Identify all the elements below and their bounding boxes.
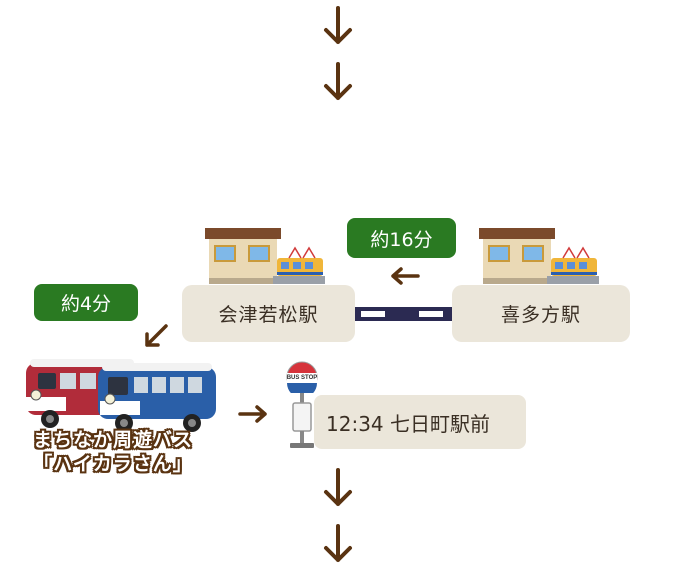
rail-line	[355, 307, 452, 321]
arrow-down-left-icon	[145, 324, 168, 347]
arrow-down-icon	[324, 524, 352, 562]
station-building-icon	[479, 228, 599, 284]
arrow-down-icon	[324, 468, 352, 506]
bus-icon	[26, 359, 216, 432]
bus-stop-sign-text: BUS STOP	[286, 375, 318, 381]
bus-caption-line2: 「ハイカラさん」	[33, 453, 193, 475]
arrow-down-icon	[324, 62, 352, 100]
bus-time-label: 約4分	[60, 293, 112, 315]
bus-stop-sign	[286, 361, 318, 393]
arrow-right-icon	[238, 405, 267, 423]
train-time-badge: 約16分	[347, 218, 456, 258]
arrow-left-icon	[391, 267, 420, 285]
arrow-down-icon	[324, 6, 352, 44]
bus-caption: まちなか周遊バス 「ハイカラさん」	[2, 428, 224, 476]
bus-stop-pole	[290, 393, 314, 448]
bus-stop-icon: BUS STOP	[286, 361, 318, 449]
station-kitakata: 喜多方駅	[452, 285, 630, 342]
bus-stop-label: 12:34 七日町駅前	[326, 411, 490, 436]
train-time-label: 約16分	[370, 228, 433, 251]
station-kitakata-label: 喜多方駅	[500, 304, 581, 326]
station-aizuwakamatsu-label: 会津若松駅	[218, 304, 319, 326]
bus-caption-line1: まちなか周遊バス	[32, 429, 193, 451]
bus-time-badge: 約4分	[34, 284, 138, 321]
station-aizuwakamatsu: 会津若松駅	[182, 285, 355, 342]
bus-stop-label-box: 12:34 七日町駅前	[314, 395, 526, 449]
station-building-icon	[205, 228, 325, 284]
